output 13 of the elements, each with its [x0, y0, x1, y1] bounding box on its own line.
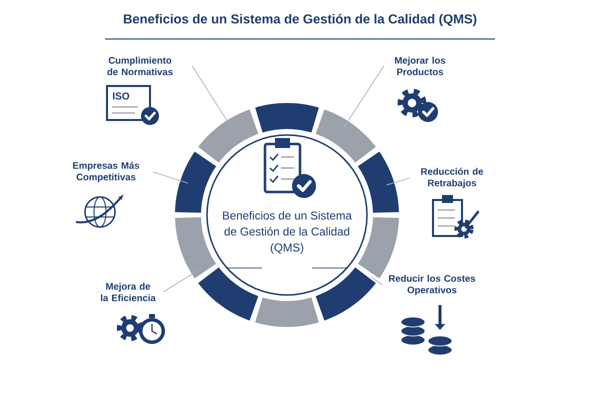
- leader-line: [152, 172, 188, 184]
- benefit-label: Mejorar los Productos: [395, 56, 446, 76]
- benefit-label: Reducción de Retrabajos: [421, 168, 484, 188]
- benefit-label: Mejora de la Eficiencia: [100, 282, 156, 302]
- leader-line: [192, 66, 232, 128]
- title: Beneficios de un Sistema de Gestión de la Calidad (QMS): [124, 14, 476, 26]
- benefit-label: Empresas Más Competitivas: [73, 162, 140, 182]
- benefit-label: Cumplimiento de Normativas: [107, 56, 173, 76]
- leader-line: [386, 178, 410, 186]
- leader-line: [370, 276, 383, 286]
- benefit-label: Reducir los Costes Operativos: [389, 274, 476, 296]
- leader-line: [162, 270, 199, 292]
- leader-line: [343, 66, 384, 128]
